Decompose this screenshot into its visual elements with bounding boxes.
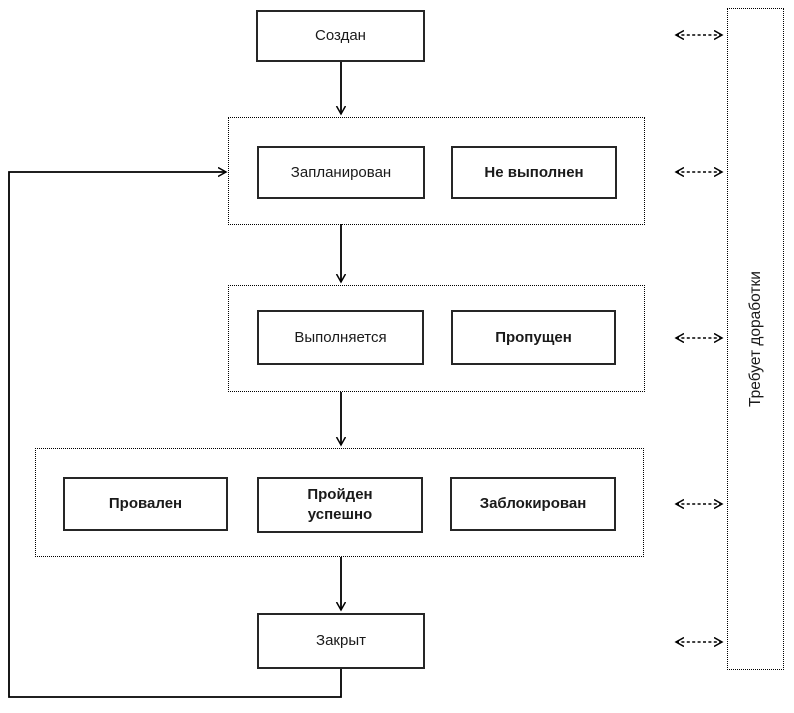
node-skipped: Пропущен <box>451 310 616 365</box>
node-passed: Пройден успешно <box>257 477 423 533</box>
rework-bar: Требует доработки <box>727 8 784 670</box>
node-failed: Провален <box>63 477 228 531</box>
node-blocked: Заблокирован <box>450 477 616 531</box>
group-executing-row <box>228 285 645 392</box>
rework-label: Требует доработки <box>746 271 764 407</box>
group-planned-row <box>228 117 645 225</box>
node-closed: Закрыт <box>257 613 425 669</box>
node-executing: Выполняется <box>257 310 424 365</box>
node-planned: Запланирован <box>257 146 425 199</box>
node-not-executed: Не выполнен <box>451 146 617 199</box>
node-created: Создан <box>256 10 425 62</box>
group-result-row <box>35 448 644 557</box>
